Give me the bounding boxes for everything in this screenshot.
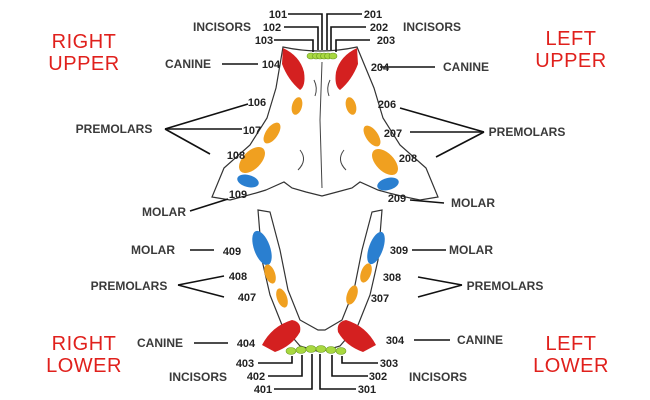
tooth-402: [295, 346, 307, 354]
label-canine-lower-right: CANINE: [457, 333, 503, 347]
tooth-number-403: 403: [236, 358, 254, 370]
tooth-409: [252, 230, 272, 266]
tooth-number-108: 108: [227, 150, 245, 162]
tooth-303: [335, 347, 347, 355]
tooth-204-canine: [335, 48, 358, 90]
tooth-108: [239, 147, 265, 173]
tooth-number-102: 102: [263, 22, 281, 34]
label-canine-upper-left: CANINE: [165, 57, 211, 71]
tooth-number-307: 307: [371, 293, 389, 305]
tooth-number-202: 202: [370, 22, 388, 34]
tooth-number-309: 309: [390, 245, 408, 257]
label-molar-lower-right: MOLAR: [449, 243, 493, 257]
upper-skull-detail-right: [340, 149, 347, 171]
tooth-number-201: 201: [364, 9, 382, 21]
quadrant-left-upper-line2: UPPER: [535, 50, 606, 72]
tooth-404-canine: [262, 320, 301, 352]
tooth-number-402: 402: [247, 371, 265, 383]
tooth-408: [264, 264, 276, 284]
label-incisors-lower-left: INCISORS: [169, 370, 227, 384]
upper-skull-nasal-left: [313, 79, 317, 97]
tooth-107: [263, 122, 281, 144]
quadrant-right-upper-line1: RIGHT: [52, 31, 117, 53]
tooth-206: [345, 97, 357, 115]
tooth-number-303: 303: [380, 358, 398, 370]
tooth-number-308: 308: [383, 272, 401, 284]
quadrant-right-lower-line1: RIGHT: [52, 333, 117, 355]
tooth-104-canine: [282, 48, 305, 90]
tooth-207: [363, 125, 381, 147]
label-premolars-upper-left: PREMOLARS: [76, 122, 153, 136]
tooth-number-101: 101: [269, 9, 287, 21]
tooth-307: [346, 285, 358, 305]
tooth-number-304: 304: [386, 335, 405, 347]
tooth-208: [372, 149, 398, 175]
tooth-302: [325, 346, 337, 354]
tooth-number-209: 209: [388, 193, 406, 205]
upper-skull-nasal-right: [327, 79, 331, 97]
upper-skull-detail-left: [297, 149, 304, 171]
tooth-308: [360, 263, 372, 283]
label-premolars-lower-left: PREMOLARS: [91, 279, 168, 293]
tooth-number-408: 408: [229, 271, 247, 283]
tooth-number-104: 104: [262, 59, 281, 71]
quadrant-left-lower-line2: LOWER: [533, 355, 609, 377]
label-molar-upper-left: MOLAR: [142, 205, 186, 219]
lower-incisors: [285, 345, 347, 355]
tooth-number-206: 206: [378, 99, 396, 111]
tooth-number-203: 203: [377, 35, 395, 47]
tooth-209: [377, 177, 399, 191]
tooth-203: [328, 52, 338, 60]
upper-incisors: [306, 52, 338, 60]
label-incisors-upper-right: INCISORS: [403, 20, 461, 34]
label-premolars-upper-right: PREMOLARS: [489, 125, 566, 139]
tooth-number-407: 407: [238, 292, 256, 304]
label-molar-lower-left: MOLAR: [131, 243, 175, 257]
tooth-304-canine: [337, 320, 376, 352]
label-canine-lower-left: CANINE: [137, 336, 183, 350]
tooth-106: [291, 97, 303, 115]
label-canine-upper-right: CANINE: [443, 60, 489, 74]
tooth-401: [305, 345, 317, 353]
tooth-number-301: 301: [358, 384, 376, 396]
tooth-407: [276, 288, 288, 308]
upper-skull-midline: [319, 61, 323, 189]
tooth-403: [285, 347, 297, 355]
tooth-number-404: 404: [237, 338, 256, 350]
tooth-301: [315, 345, 327, 353]
tooth-number-109: 109: [229, 189, 247, 201]
label-molar-upper-right: MOLAR: [451, 196, 495, 210]
tooth-number-302: 302: [369, 371, 387, 383]
tooth-309: [367, 231, 385, 265]
label-incisors-upper-left: INCISORS: [193, 20, 251, 34]
tooth-number-409: 409: [223, 246, 241, 258]
quadrant-left-upper-line1: LEFT: [546, 28, 597, 50]
quadrant-right-lower-line2: LOWER: [46, 355, 122, 377]
tooth-number-207: 207: [384, 128, 402, 140]
label-premolars-lower-right: PREMOLARS: [467, 279, 544, 293]
label-incisors-lower-right: INCISORS: [409, 370, 467, 384]
tooth-number-107: 107: [243, 125, 261, 137]
quadrant-left-lower-line1: LEFT: [546, 333, 597, 355]
tooth-number-208: 208: [399, 153, 417, 165]
tooth-number-204: 204: [371, 62, 390, 74]
quadrant-right-upper-line2: UPPER: [48, 53, 119, 75]
leader-lines: [164, 13, 485, 390]
tooth-number-106: 106: [248, 97, 266, 109]
tooth-109: [237, 174, 259, 188]
tooth-number-401: 401: [254, 384, 272, 396]
tooth-number-103: 103: [255, 35, 273, 47]
